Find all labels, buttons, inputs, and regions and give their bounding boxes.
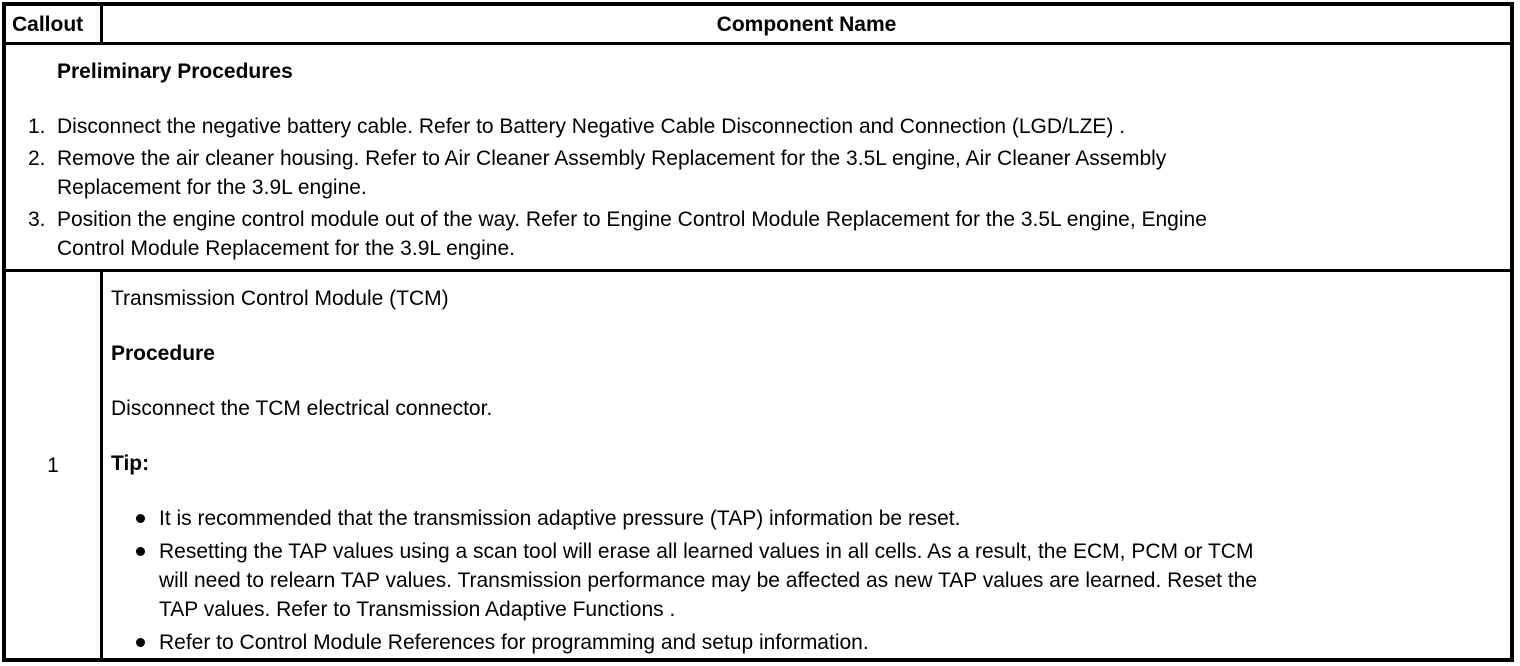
tip-list-item: Refer to Control Module References for p… — [111, 628, 1500, 657]
step-text: Disconnect the negative battery cable. R… — [57, 115, 1126, 138]
preliminary-procedures-section: Preliminary Procedures 1. Disconnect the… — [6, 45, 1510, 272]
tip-list-item: Resetting the TAP values using a scan to… — [111, 537, 1500, 624]
tip-list-item: It is recommended that the transmission … — [111, 504, 1500, 533]
table-row: 1 Transmission Control Module (TCM) Proc… — [6, 272, 1510, 658]
bullet-icon — [136, 638, 145, 647]
tip-text: Refer to Control Module References for p… — [159, 631, 869, 654]
preliminary-step: 2. Remove the air cleaner housing. Refer… — [28, 144, 1500, 202]
procedure-heading: Procedure — [111, 342, 215, 365]
preliminary-procedures-title: Preliminary Procedures — [57, 60, 293, 83]
procedure-text: Disconnect the TCM electrical connector. — [111, 397, 493, 420]
tip-text: It is recommended that the transmission … — [159, 507, 961, 530]
step-text: Position the engine control module out o… — [57, 208, 1207, 260]
component-name-column-header: Component Name — [716, 12, 897, 36]
callout-value: 1 — [6, 272, 103, 658]
callout-column-header: Callout — [6, 6, 103, 42]
tip-text: Resetting the TAP values using a scan to… — [159, 540, 1258, 621]
component-cell: Transmission Control Module (TCM) Proced… — [103, 272, 1510, 658]
tip-heading: Tip: — [111, 452, 150, 475]
table-header-row: Callout Component Name — [6, 6, 1510, 45]
step-text: Remove the air cleaner housing. Refer to… — [57, 147, 1167, 199]
preliminary-step: 1. Disconnect the negative battery cable… — [28, 112, 1500, 141]
bullet-icon — [136, 547, 145, 556]
step-number: 2. — [28, 147, 46, 170]
preliminary-step: 3. Position the engine control module ou… — [28, 205, 1500, 263]
component-name-text: Transmission Control Module (TCM) — [111, 287, 449, 310]
step-number: 3. — [28, 208, 46, 231]
tip-list: It is recommended that the transmission … — [111, 504, 1500, 657]
step-number: 1. — [28, 115, 46, 138]
bullet-icon — [136, 514, 145, 523]
